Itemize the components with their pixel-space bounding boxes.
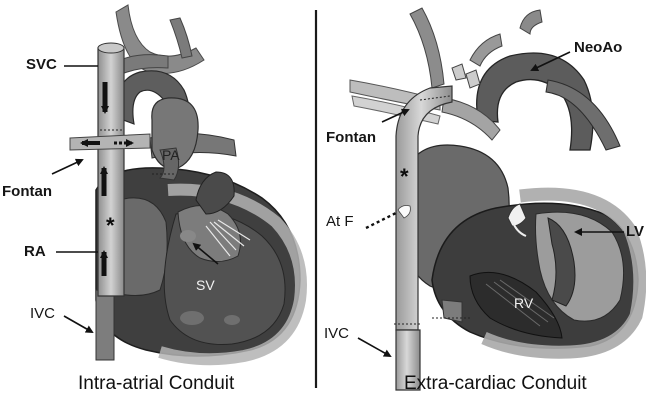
conduit-asterisk-left: * bbox=[106, 215, 115, 237]
rv-label: RV bbox=[514, 296, 533, 310]
fontan-pointer-left bbox=[52, 160, 82, 174]
sv-label: SV bbox=[196, 278, 215, 292]
pa-label: PA bbox=[162, 148, 180, 162]
caption-intra-atrial: Intra-atrial Conduit bbox=[78, 374, 234, 393]
right-heart-illustration bbox=[350, 8, 640, 390]
lv-label: LV bbox=[626, 224, 644, 239]
ivc-pointer-right bbox=[358, 338, 390, 356]
ivc-label-left: IVC bbox=[30, 306, 55, 321]
fontan-label-right: Fontan bbox=[326, 130, 376, 145]
left-heart-illustration bbox=[70, 5, 301, 360]
caption-extra-cardiac: Extra-cardiac Conduit bbox=[404, 374, 587, 393]
svc-label: SVC bbox=[26, 57, 57, 72]
atf-pointer bbox=[366, 212, 398, 228]
conduit-asterisk-right: * bbox=[400, 166, 409, 188]
ra-label: RA bbox=[24, 244, 46, 259]
fontan-label-left: Fontan bbox=[2, 184, 52, 199]
ivc-label-right: IVC bbox=[324, 326, 349, 341]
atf-label: At F bbox=[326, 214, 354, 229]
ivc-pointer-left bbox=[64, 316, 92, 332]
neoao-label: NeoAo bbox=[574, 40, 622, 55]
